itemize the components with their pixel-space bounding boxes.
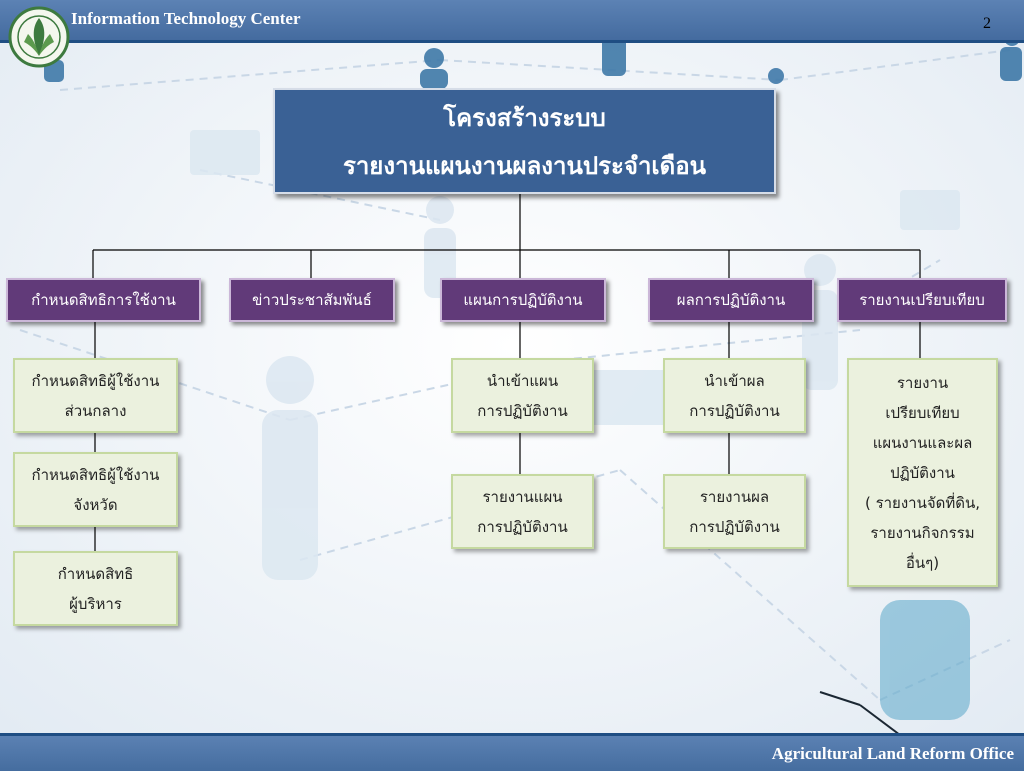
category-work-plan: แผนการปฏิบัติงาน	[440, 278, 606, 322]
node-line: อื่นๆ)	[905, 553, 940, 572]
node-line: การปฏิบัติงาน	[477, 517, 568, 536]
root-node: โครงสร้างระบบ รายงานแผนงานผลงานประจำเดือ…	[273, 88, 776, 194]
node-executive-rights: กำหนดสิทธิ ผู้บริหาร	[13, 551, 178, 626]
node-central-user-rights: กำหนดสิทธิผู้ใช้งาน ส่วนกลาง	[13, 358, 178, 433]
node-line: ผู้บริหาร	[69, 594, 122, 613]
seal-logo-icon	[8, 6, 70, 68]
node-line: รายงานกิจกรรม	[870, 523, 975, 542]
header-title: Information Technology Center	[71, 9, 301, 28]
node-line: การปฏิบัติงาน	[689, 517, 780, 536]
node-comparison-report: รายงาน เปรียบเทียบ แผนงานและผล ปฏิบัติงา…	[847, 358, 998, 587]
root-line-1: โครงสร้างระบบ	[443, 104, 606, 132]
node-import-plan: นำเข้าแผน การปฏิบัติงาน	[451, 358, 594, 433]
node-line: เปรียบเทียบ	[885, 403, 960, 422]
node-line: รายงาน	[896, 373, 949, 392]
footer-text: Agricultural Land Reform Office	[771, 744, 1014, 763]
node-line: รายงานผล	[699, 487, 770, 506]
node-line: รายงานแผน	[482, 487, 563, 506]
node-line: กำหนดสิทธิผู้ใช้งาน	[31, 371, 160, 390]
node-line: การปฏิบัติงาน	[689, 401, 780, 420]
header-bar	[0, 0, 1024, 43]
category-permissions: กำหนดสิทธิการใช้งาน	[6, 278, 201, 322]
page-number: 2	[983, 15, 991, 32]
node-line: นำเข้าผล	[704, 371, 765, 390]
node-plan-report: รายงานแผน การปฏิบัติงาน	[451, 474, 594, 549]
node-line: กำหนดสิทธิ	[57, 564, 134, 583]
node-line: จังหวัด	[73, 495, 118, 514]
category-work-results: ผลการปฏิบัติงาน	[648, 278, 814, 322]
category-news: ข่าวประชาสัมพันธ์	[229, 278, 395, 322]
node-results-report: รายงานผล การปฏิบัติงาน	[663, 474, 806, 549]
node-province-user-rights: กำหนดสิทธิผู้ใช้งาน จังหวัด	[13, 452, 178, 527]
node-line: กำหนดสิทธิผู้ใช้งาน	[31, 465, 160, 484]
node-line: แผนงานและผล	[872, 433, 973, 452]
node-line: ส่วนกลาง	[64, 401, 127, 420]
node-import-results: นำเข้าผล การปฏิบัติงาน	[663, 358, 806, 433]
node-line: ปฏิบัติงาน	[890, 463, 955, 482]
category-comparison-report: รายงานเปรียบเทียบ	[837, 278, 1007, 322]
node-line: ( รายงานจัดที่ดิน,	[864, 493, 981, 512]
node-line: นำเข้าแผน	[486, 371, 559, 390]
root-line-2: รายงานแผนงานผลงานประจำเดือน	[342, 152, 707, 180]
node-line: การปฏิบัติงาน	[477, 401, 568, 420]
footer-bar: Agricultural Land Reform Office	[0, 733, 1024, 771]
